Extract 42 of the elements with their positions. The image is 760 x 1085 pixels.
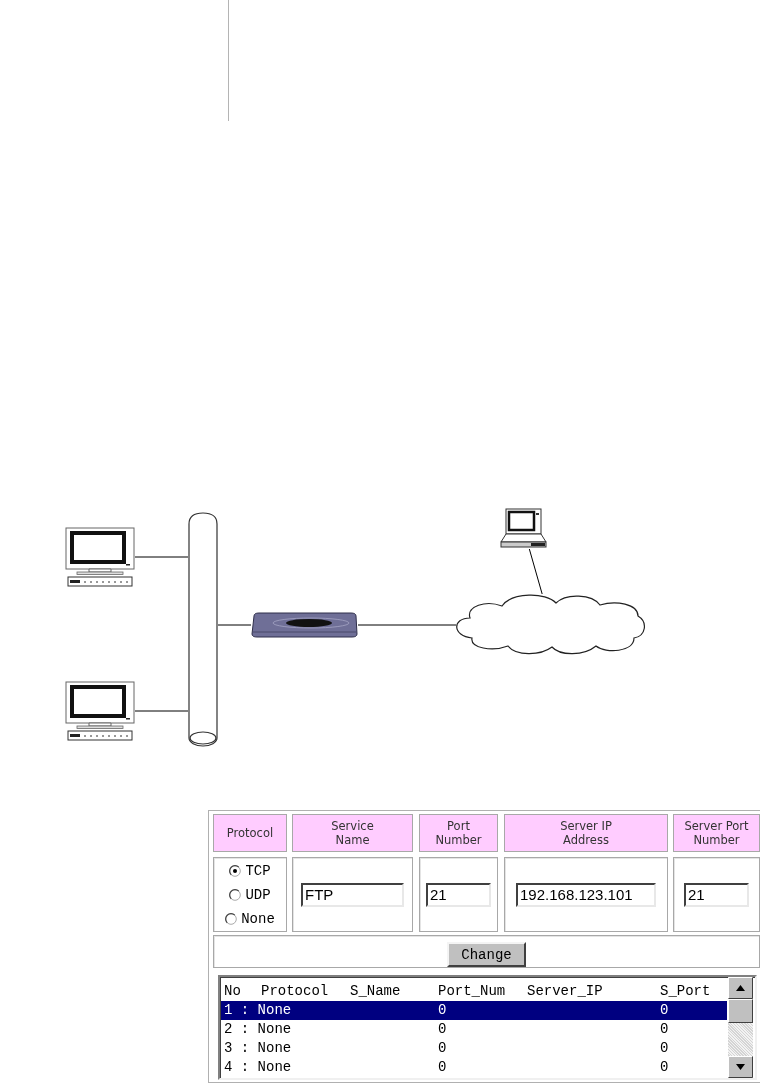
- list-entry-text: 0: [438, 1001, 447, 1020]
- list-column-heading: Server_IP: [527, 982, 603, 1001]
- text-field: 21: [684, 882, 749, 907]
- list-entry-text: 0: [660, 1020, 669, 1039]
- list-column-heading: S_Name: [350, 982, 401, 1001]
- list-column-heading: Port_Num: [438, 982, 506, 1001]
- connection-line: [134, 710, 189, 712]
- list-entry-text: 0: [438, 1058, 447, 1077]
- list-column-heading: Protocol: [261, 982, 329, 1001]
- text-field: 21: [426, 882, 491, 907]
- list-entry-text: 0: [660, 1001, 669, 1020]
- list-entry-text: 0: [438, 1039, 447, 1058]
- connection-line: [134, 556, 189, 558]
- text-field: FTP: [301, 882, 404, 907]
- change-button: Change: [447, 942, 526, 967]
- list-column-heading: S_Port: [660, 982, 711, 1001]
- list-column-heading: No: [224, 982, 241, 1001]
- desktop-computer-drawing: [65, 681, 135, 741]
- list-entry-text: 0: [438, 1020, 447, 1039]
- list-entry-text: 0: [660, 1039, 669, 1058]
- column-header: Protocol: [213, 814, 287, 852]
- radio-option: TCP: [229, 858, 271, 883]
- list-entry-text: 4 : None: [224, 1058, 292, 1077]
- column-header: Service Name: [292, 814, 413, 852]
- radio-option: UDP: [229, 882, 271, 907]
- desktop-computer-drawing: [65, 527, 135, 587]
- network-bus-cylinder: [188, 512, 218, 748]
- laptop-drawing: [500, 508, 547, 549]
- internet-cloud: [456, 594, 646, 656]
- list-entry-text: 1 : None: [224, 1001, 292, 1020]
- text-field: 192.168.123.101: [516, 882, 656, 907]
- router-drawing: [251, 612, 358, 638]
- column-header: Port Number: [419, 814, 498, 852]
- connection-line: [357, 624, 457, 626]
- connection-line: [528, 548, 543, 595]
- column-header: Server IP Address: [504, 814, 668, 852]
- list-entry-text: 0: [660, 1058, 669, 1077]
- list-entry-text: 3 : None: [224, 1039, 292, 1058]
- column-header: Server Port Number: [673, 814, 760, 852]
- list-entry-text: 2 : None: [224, 1020, 292, 1039]
- radio-option: None: [225, 906, 275, 931]
- connection-line: [217, 624, 252, 626]
